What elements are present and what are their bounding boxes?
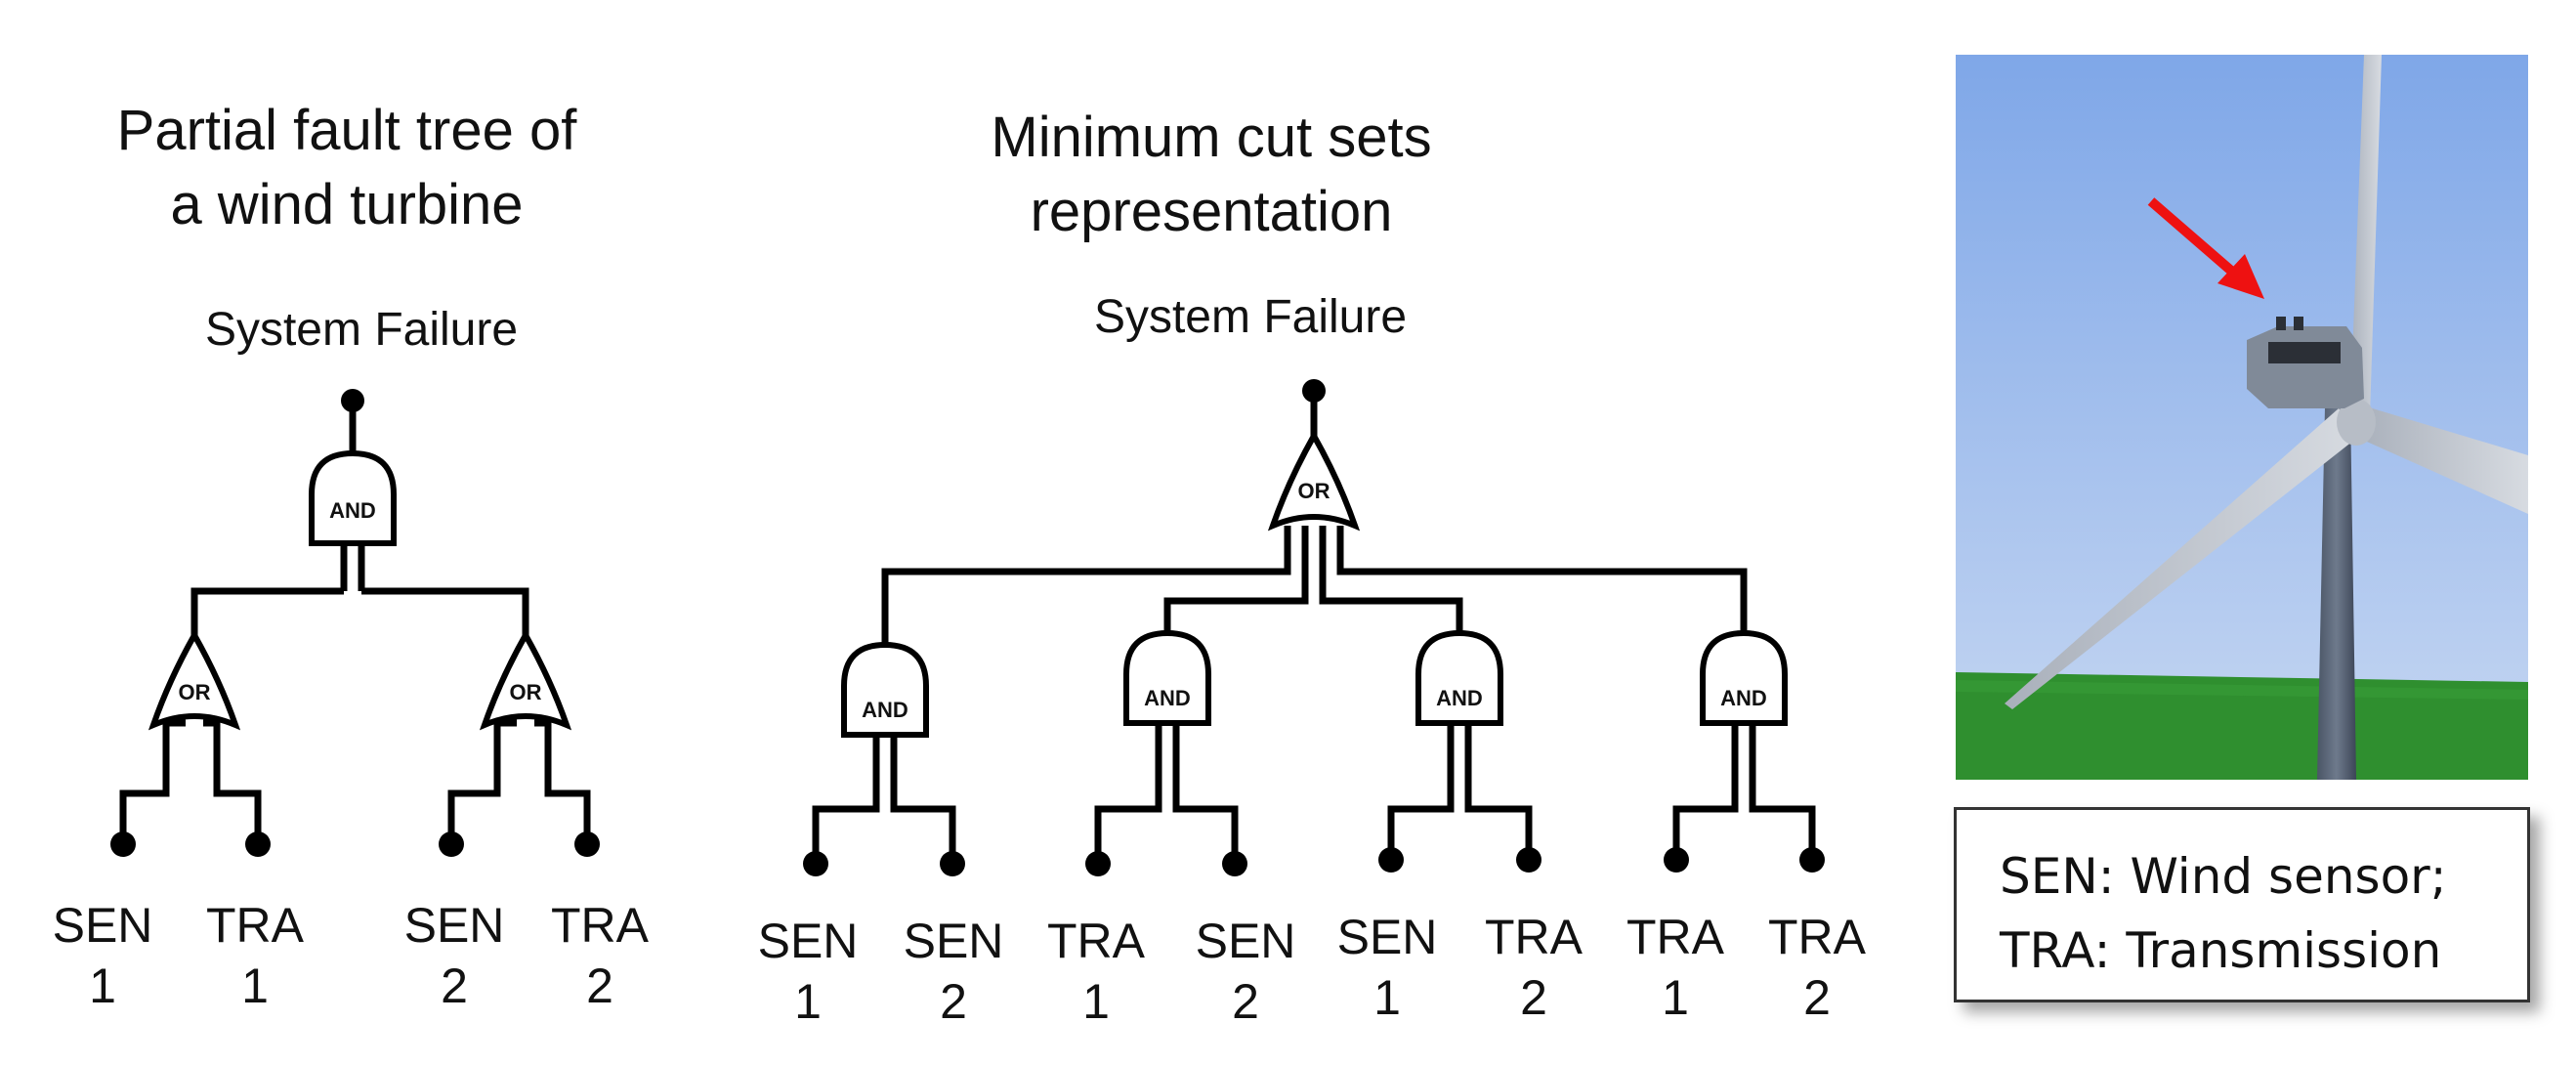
leaf-number: 2: [1803, 970, 1831, 1025]
left-or-gate-2-label: OR: [510, 680, 542, 704]
right-leaf-5: SEN 1: [1319, 907, 1456, 1028]
leaf-number: 2: [441, 958, 468, 1013]
right-leaf-4: SEN 2: [1177, 911, 1314, 1032]
right-leaf-8: TRA 2: [1749, 907, 1885, 1028]
right-and-gate-2-label: AND: [1144, 686, 1191, 710]
leaf-name: SEN: [403, 898, 505, 953]
leaf-name: TRA: [551, 898, 649, 953]
left-tree-title: Partial fault tree of a wind turbine: [116, 99, 577, 236]
left-root-label: System Failure: [204, 304, 519, 356]
right-and-gate-1-label: AND: [862, 698, 908, 722]
right-leaf-6: TRA 2: [1465, 907, 1602, 1028]
leaf-name: TRA: [1768, 910, 1866, 964]
right-tree-title: Minimum cut sets representation: [991, 106, 1432, 243]
leaf-number: 1: [1082, 974, 1110, 1029]
leaf-name: SEN: [1195, 914, 1296, 968]
legend-box: SEN: Wind sensor; TRA: Transmission: [1954, 807, 2530, 1002]
leaf-name: TRA: [206, 898, 304, 953]
right-and-gate-4-label: AND: [1720, 686, 1767, 710]
right-leaf-3: TRA 1: [1028, 911, 1164, 1032]
left-or-gate-1-label: OR: [179, 680, 211, 704]
right-leaf-2: SEN 2: [885, 911, 1022, 1032]
red-arrow-icon: [2147, 197, 2264, 299]
wind-turbine-image: [1956, 55, 2528, 780]
leaf-number: 2: [1232, 974, 1259, 1029]
leaf-number: 1: [89, 958, 116, 1013]
leaf-number: 1: [1373, 970, 1401, 1025]
leaf-name: SEN: [757, 914, 859, 968]
leaf-name: SEN: [903, 914, 1004, 968]
leaf-name: TRA: [1626, 910, 1724, 964]
right-root-label: System Failure: [1093, 291, 1408, 343]
leaf-number: 2: [1520, 970, 1547, 1025]
leaf-number: 1: [794, 974, 822, 1029]
left-leaf-4: TRA 2: [531, 895, 668, 1016]
legend-line-sen: SEN: Wind sensor;: [2000, 848, 2447, 905]
leaf-number: 2: [940, 974, 967, 1029]
leaf-number: 1: [241, 958, 269, 1013]
left-leaf-2: TRA 1: [187, 895, 323, 1016]
legend-line-tra: TRA: Transmission: [2000, 922, 2442, 979]
leaf-name: SEN: [1336, 910, 1438, 964]
leaf-name: TRA: [1047, 914, 1145, 968]
right-top-gate-label: OR: [1298, 479, 1330, 503]
left-leaf-3: SEN 2: [386, 895, 523, 1016]
leaf-number: 1: [1662, 970, 1689, 1025]
right-leaf-1: SEN 1: [739, 911, 876, 1032]
left-top-gate-label: AND: [329, 498, 376, 523]
right-leaf-7: TRA 1: [1607, 907, 1744, 1028]
left-leaf-1: SEN 1: [34, 895, 171, 1016]
leaf-name: TRA: [1485, 910, 1583, 964]
right-and-gate-3-label: AND: [1436, 686, 1483, 710]
leaf-name: SEN: [52, 898, 153, 953]
leaf-number: 2: [586, 958, 613, 1013]
